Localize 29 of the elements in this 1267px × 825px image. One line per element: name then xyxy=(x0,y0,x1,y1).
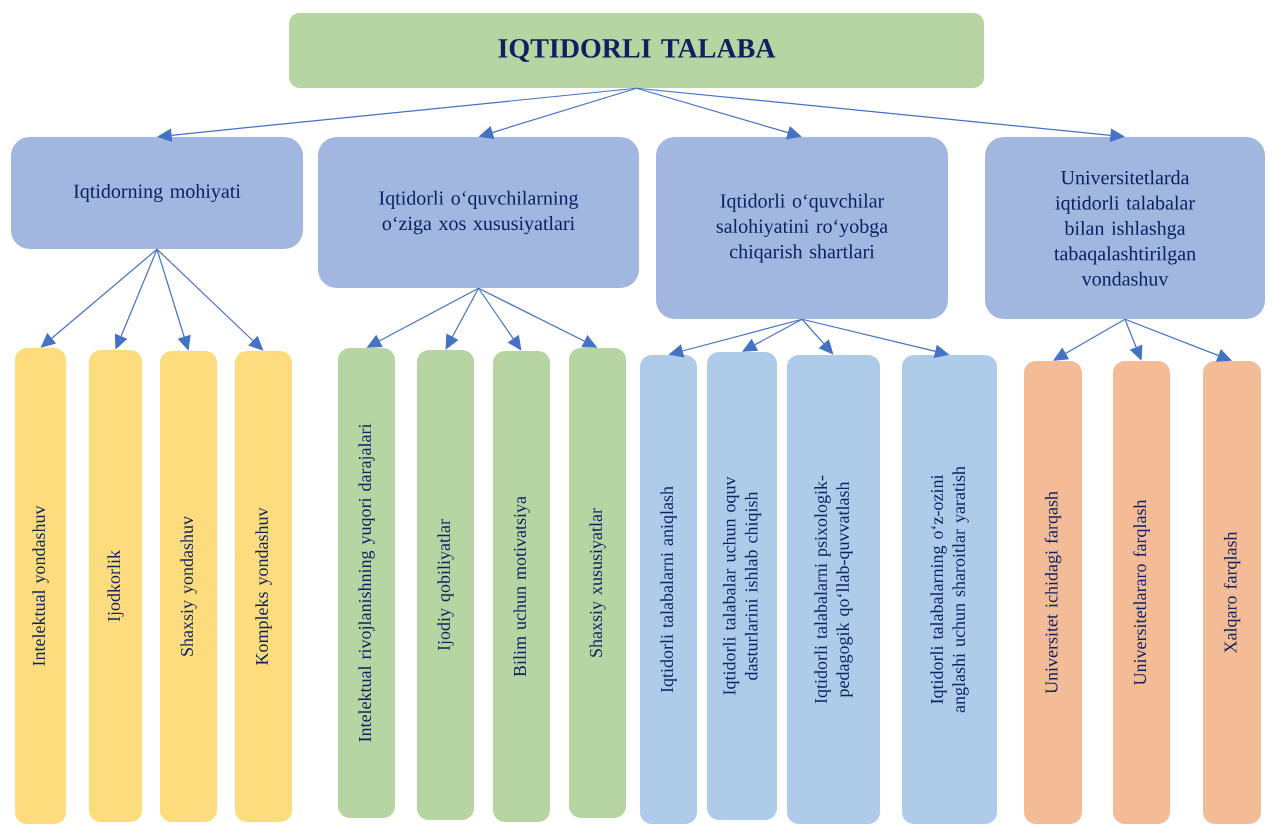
item-box: Iqtidorli talabalarning o‘z-ozini anglashi uchun sharoitlar yaratish xyxy=(902,354,997,825)
item-box: Iqtidorli talabalar uchun oquv dasturlarini ishlab chiqish xyxy=(707,352,777,820)
arrow xyxy=(445,287,480,350)
item-box: Universitet ichidagi farqash xyxy=(1024,361,1082,824)
item-box: Kompleks yondashuv xyxy=(234,351,293,822)
title-box: IQTIDORLI TALABA xyxy=(289,13,984,88)
arrow xyxy=(1124,318,1232,362)
item-box: Iqtidorli talabalarni aniqlash xyxy=(639,354,698,825)
item-box: Bilim uchun motivatsiya xyxy=(492,351,551,822)
item-box: Xalqaro farqlash xyxy=(1203,361,1261,824)
item-box: Intelektual yondashuv xyxy=(15,348,66,824)
category-box: Universitetlarda iqtidorli talabalar bilan ishlashga tabaqalashtirilgan vondashuv xyxy=(985,137,1265,319)
item-box: Ijodkorlik xyxy=(88,350,143,822)
arrow xyxy=(1124,318,1143,361)
item-box: Iqtidorli talabalarni psixologik-pedagogik qo‘llab-quvvatlash xyxy=(787,354,881,825)
item-box: Shaxsiy yondashuv xyxy=(159,351,218,822)
category-box: Iqtidorli o‘quvchilarning o‘ziga xos xususiyatlari xyxy=(317,137,640,288)
arrow xyxy=(477,287,522,351)
item-box: Universitetlararo farqlash xyxy=(1113,361,1171,824)
category-box: Iqtidorning mohiyati xyxy=(11,137,303,249)
arrow xyxy=(742,318,803,352)
item-box: Ijodiy qobiliyatlar xyxy=(416,350,475,820)
category-box: Iqtidorli o‘quvchilar salohiyatini ro‘yobga chiqarish shartlari xyxy=(656,137,948,319)
arrow xyxy=(635,87,802,140)
arrow xyxy=(801,318,834,355)
arrow xyxy=(1053,318,1126,361)
item-box: Intelektual rivojlanishning yuqori darajalari xyxy=(337,348,396,818)
arrow xyxy=(156,248,264,351)
item-box: Shaxsiy xususiyatlar xyxy=(568,348,627,818)
